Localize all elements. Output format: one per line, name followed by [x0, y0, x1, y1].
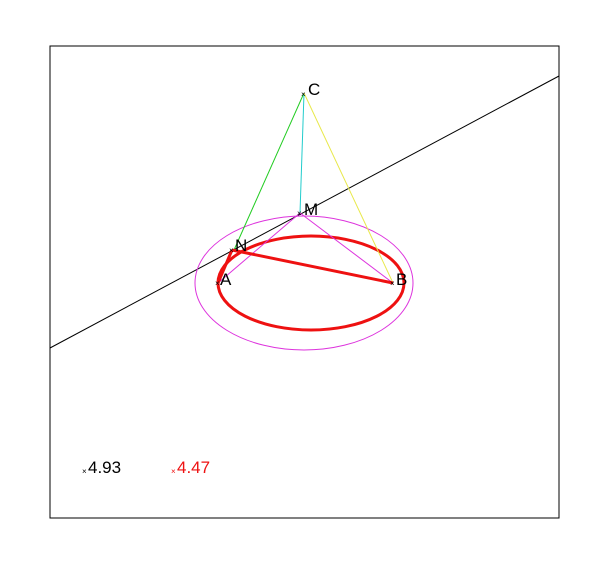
segment-an[interactable]	[216, 249, 234, 284]
segment-cb[interactable]	[303, 92, 394, 284]
point-n-label: N	[235, 236, 247, 255]
point-b[interactable]: × B	[390, 270, 407, 289]
x-mark-icon: ×	[301, 90, 306, 99]
point-m[interactable]: × M	[297, 200, 318, 219]
point-m-label: M	[304, 200, 318, 219]
readout-black[interactable]: × 4.93	[82, 458, 121, 477]
point-n[interactable]: × N	[229, 236, 247, 255]
x-mark-icon: ×	[229, 246, 234, 255]
x-mark-icon: ×	[82, 467, 87, 476]
readout-black-value: 4.93	[88, 458, 121, 477]
x-mark-icon: ×	[390, 279, 395, 288]
x-mark-icon: ×	[171, 467, 176, 476]
point-a-label: A	[220, 270, 232, 289]
segment-cn[interactable]	[233, 92, 305, 251]
drawing-frame	[49, 45, 560, 519]
point-c-label: C	[308, 80, 320, 99]
segment-nb[interactable]	[231, 248, 394, 285]
readout-red-value: 4.47	[177, 458, 210, 477]
readout-red[interactable]: × 4.47	[171, 458, 210, 477]
point-b-label: B	[396, 270, 407, 289]
point-c[interactable]: × C	[301, 80, 320, 99]
segment-am[interactable]	[217, 212, 301, 284]
segment-cm[interactable]	[299, 92, 305, 214]
segment-mb[interactable]	[299, 212, 394, 284]
x-mark-icon: ×	[215, 279, 220, 288]
line-through-n-m[interactable]	[49, 75, 560, 349]
x-mark-icon: ×	[297, 209, 302, 218]
point-a[interactable]: × A	[215, 270, 232, 289]
